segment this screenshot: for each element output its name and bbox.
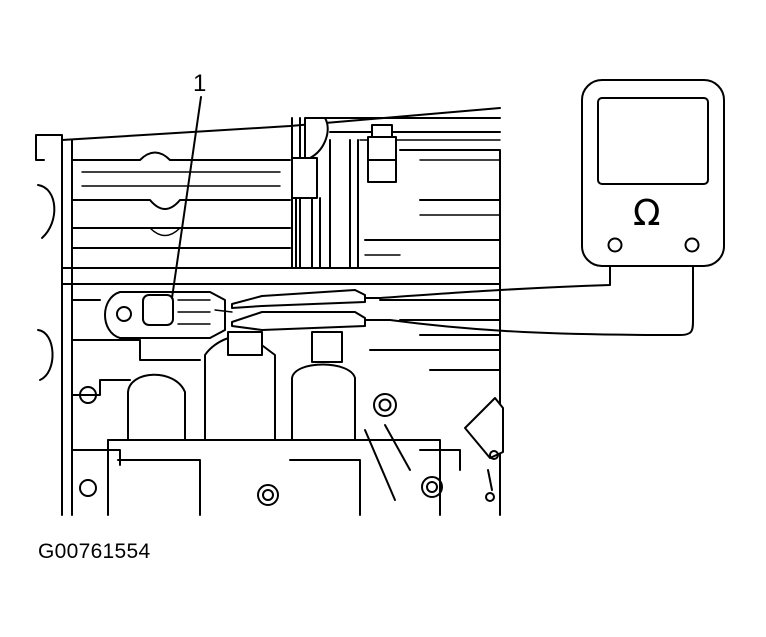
callout-leader-line: [171, 96, 202, 299]
meter-probes: [231, 289, 391, 331]
solenoid-connector: [104, 291, 233, 339]
lower-valve-components: [79, 331, 504, 516]
callout-number: 1: [193, 70, 207, 97]
meter-leads: [379, 264, 694, 336]
ohmmeter: [581, 79, 725, 267]
ohm-symbol: Ω: [633, 193, 661, 234]
valve-body-housing: [35, 107, 501, 516]
wiring-bracket: [291, 117, 397, 269]
figure-id: G00761554: [38, 540, 151, 563]
